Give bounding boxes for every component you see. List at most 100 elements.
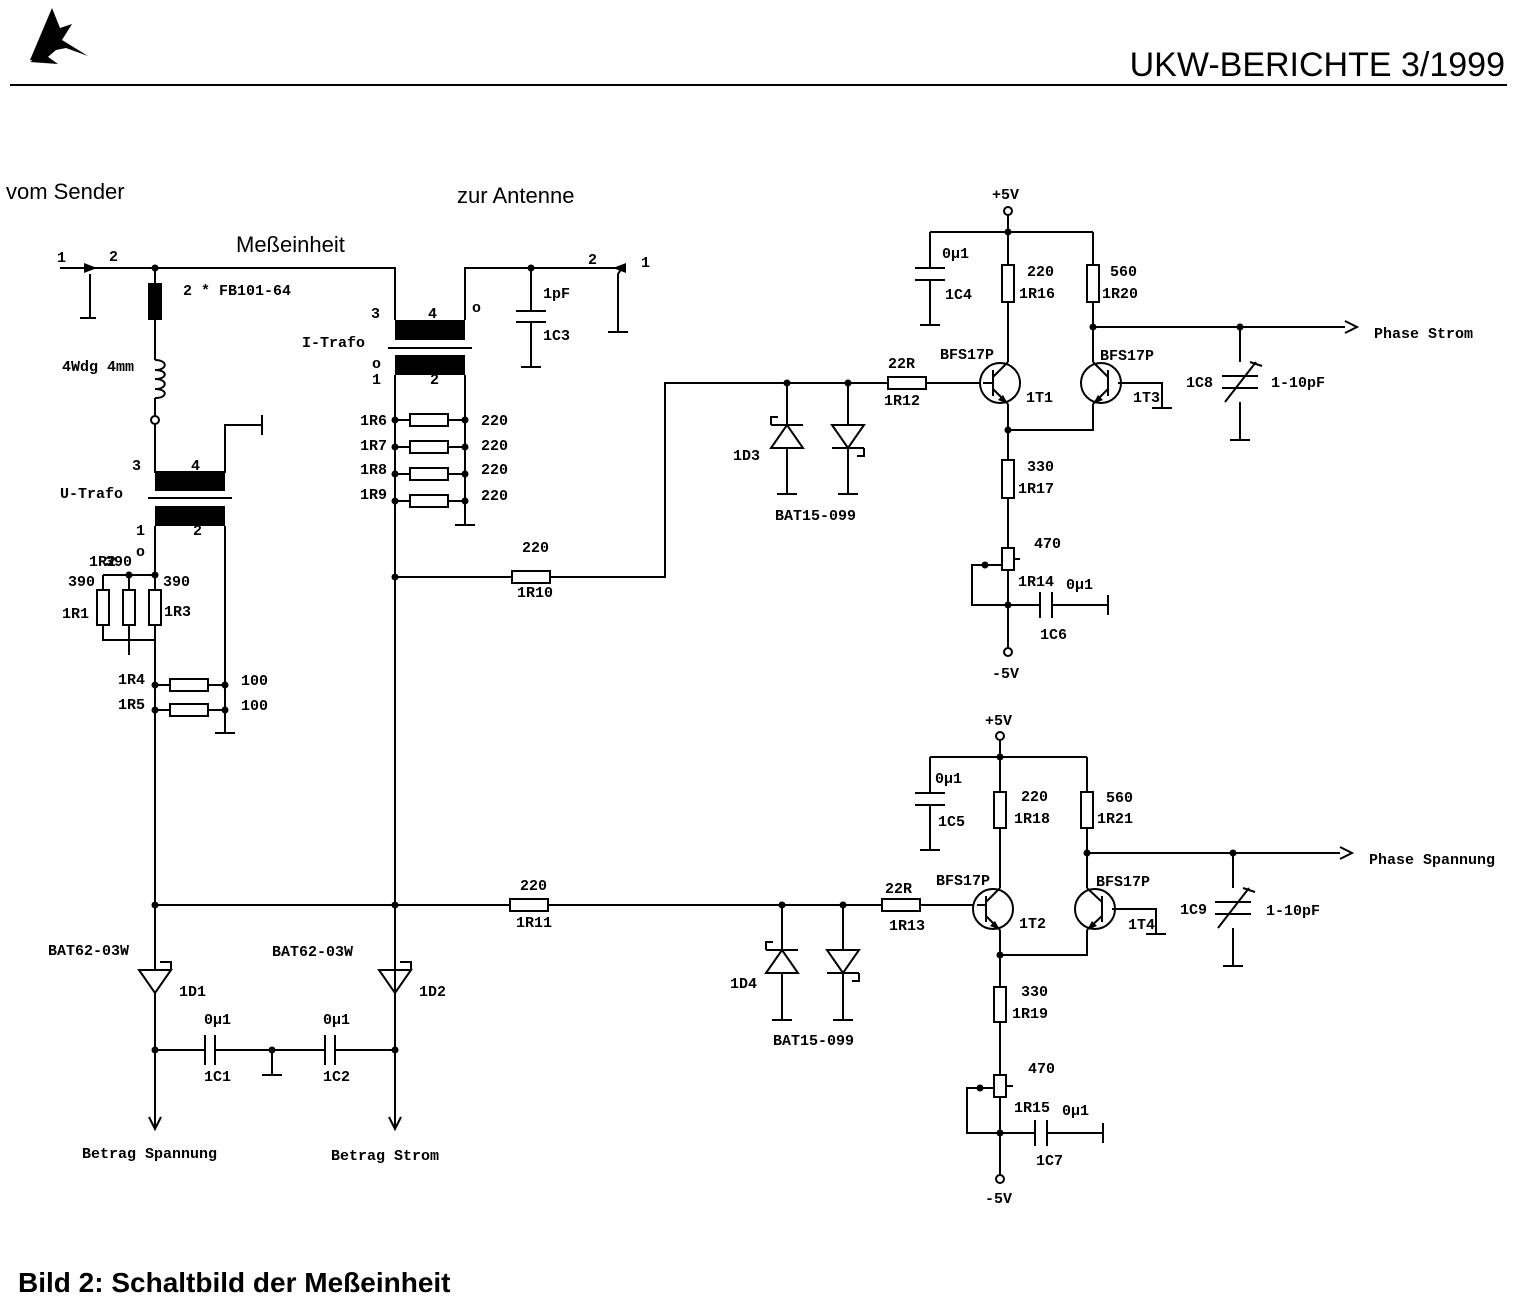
t1-type: BFS17P: [940, 347, 994, 364]
u-trafo-pin4: 4: [191, 458, 200, 475]
r13-value: 22R: [885, 881, 912, 898]
resistors-upper: [887, 264, 1100, 571]
t4-ref: 1T4: [1128, 917, 1155, 934]
d2-type: BAT62-03W: [272, 944, 353, 961]
d4-type: BAT15-099: [773, 1033, 854, 1050]
t4-type: BFS17P: [1096, 874, 1150, 891]
diode-pair-1d3: [769, 416, 866, 457]
r15-ref: 1R15: [1014, 1100, 1050, 1117]
i-trafo-pin1: 1: [372, 372, 381, 389]
i-trafo: [388, 320, 472, 375]
trimmer-1c9: [1215, 887, 1256, 929]
output-betrag-strom: Betrag Strom: [331, 1148, 439, 1165]
d1-type: BAT62-03W: [48, 943, 129, 960]
c1-ref: 1C1: [204, 1069, 231, 1086]
text-labels-upper: +5V 0µ1 1C4 220 1R16 560 1R20 Phase Stro…: [733, 187, 1473, 683]
output-arrows-betrag: [148, 1116, 402, 1132]
c5-ref: 1C5: [938, 814, 965, 831]
c3-ref: 1C3: [543, 328, 570, 345]
d3-type: BAT15-099: [775, 508, 856, 525]
label-vom-sender: vom Sender: [6, 179, 125, 204]
r14-ref: 1R14: [1018, 574, 1054, 591]
terminal-minus5v-top: [1003, 647, 1013, 657]
coax-connector-out: [612, 263, 626, 273]
r16-value: 220: [1027, 264, 1054, 281]
u-trafo-pin1: 1: [136, 523, 145, 540]
c4-ref: 1C4: [945, 287, 972, 304]
r2-ref: 1R2: [89, 554, 116, 571]
arrow-phase-spannung: [1339, 846, 1355, 860]
r10-ref: 1R10: [517, 585, 553, 602]
resistors-left: [96, 413, 551, 912]
r8-value: 220: [481, 462, 508, 479]
c2-ref: 1C2: [323, 1069, 350, 1086]
i-trafo-dot-top: o: [472, 300, 481, 317]
diode-pair-1d4: [764, 941, 861, 982]
r5-value: 100: [241, 698, 268, 715]
wires-upper-phase: [777, 215, 1345, 648]
u-trafo-pin2: 2: [193, 523, 202, 540]
u-trafo-dot: o: [136, 544, 145, 561]
t1-ref: 1T1: [1026, 390, 1053, 407]
transistor-1t3: [1080, 361, 1150, 405]
text-labels-left: 1 2 2 1 2 * FB101-64 4Wdg 4mm U-Trafo I-…: [48, 249, 650, 1165]
c3-value: 1pF: [543, 286, 570, 303]
r12-value: 22R: [888, 356, 915, 373]
t2-type: BFS17P: [936, 873, 990, 890]
r1-ref: 1R1: [62, 606, 89, 623]
diode-1d2: [377, 961, 413, 995]
wires-lower-phase: [772, 740, 1340, 1175]
r3-ref: 1R3: [164, 604, 191, 621]
r19-value: 330: [1021, 984, 1048, 1001]
c9-value: 1-10pF: [1266, 903, 1320, 920]
i-trafo-dot-bot: o: [372, 356, 381, 373]
terminal-plus5v-bottom: [995, 731, 1005, 741]
capacitor-1c6: [1039, 592, 1053, 618]
u-trafo-label: U-Trafo: [60, 486, 123, 503]
u-trafo: [148, 471, 232, 526]
r14-value: 470: [1034, 536, 1061, 553]
c8-ref: 1C8: [1186, 375, 1213, 392]
t3-type: BFS17P: [1100, 348, 1154, 365]
r8-ref: 1R8: [360, 462, 387, 479]
junctions-lower: [778, 753, 1237, 1137]
r6-ref: 1R6: [360, 413, 387, 430]
r13-ref: 1R13: [889, 918, 925, 935]
minus5v-bottom: -5V: [985, 1191, 1012, 1208]
capacitors-1c1-1c2: [204, 1035, 336, 1065]
ferrite-bead: [148, 283, 162, 320]
r2-value: 390: [105, 554, 132, 571]
r15-value: 470: [1028, 1061, 1055, 1078]
minus5v-top: -5V: [992, 666, 1019, 683]
capacitor-1c3: [516, 310, 546, 323]
r4-ref: 1R4: [118, 672, 145, 689]
c7-value: 0µ1: [1062, 1103, 1089, 1120]
i-trafo-pin3: 3: [371, 306, 380, 323]
r1-value: 390: [68, 574, 95, 591]
i-trafo-pin2: 2: [430, 372, 439, 389]
r3-value: 390: [163, 574, 190, 591]
r12-ref: 1R12: [884, 393, 920, 410]
c5-value: 0µ1: [935, 771, 962, 788]
label-zur-antenne: zur Antenne: [457, 183, 574, 208]
r21-value: 560: [1106, 790, 1133, 807]
port-out-1: 1: [641, 255, 650, 272]
r6-value: 220: [481, 413, 508, 430]
capacitor-1c5: [915, 792, 945, 806]
t3-ref: 1T3: [1133, 390, 1160, 407]
arrow-phase-strom: [1344, 320, 1360, 334]
junctions-upper: [783, 228, 1244, 609]
journal-title: UKW-BERICHTE 3/1999: [1130, 46, 1505, 84]
d4-ref: 1D4: [730, 976, 757, 993]
r9-ref: 1R9: [360, 487, 387, 504]
c2-value: 0µ1: [323, 1012, 350, 1029]
d3-ref: 1D3: [733, 448, 760, 465]
coil-inductor: [154, 359, 166, 399]
journal-logo: [30, 8, 88, 64]
terminal-minus5v-bottom: [995, 1174, 1005, 1184]
c9-ref: 1C9: [1180, 902, 1207, 919]
plus5v-top: +5V: [992, 187, 1019, 204]
r16-ref: 1R16: [1019, 286, 1055, 303]
t2-ref: 1T2: [1019, 916, 1046, 933]
